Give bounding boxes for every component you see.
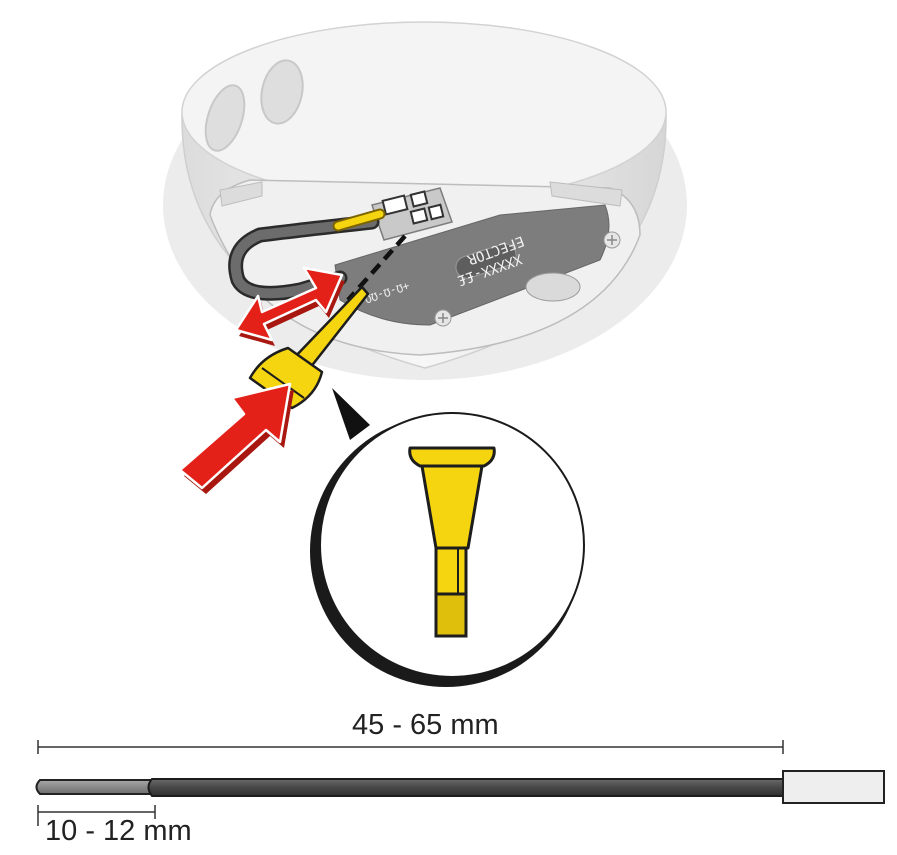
wire-end-sleeve (782, 770, 885, 804)
mounting-slot (455, 243, 517, 279)
mounting-tab-left (219, 181, 263, 207)
strip-length-label: 10 - 12 mm (45, 815, 192, 847)
dimension-drawing (35, 740, 885, 826)
insert-arrow (178, 382, 294, 494)
knockout-hole-2 (260, 59, 304, 125)
wire-insulation (147, 778, 785, 797)
mounting-tab-right (549, 181, 623, 207)
magnifier-callout (310, 388, 585, 687)
mounting-hole (525, 272, 581, 302)
stripped-conductor (35, 779, 153, 795)
terminal-block (371, 187, 453, 241)
base-rim (181, 21, 667, 203)
ferrule-closeup (408, 446, 496, 638)
knockout-hole-1 (204, 84, 246, 152)
double-arrow (234, 266, 345, 346)
yellow-ferrule (248, 285, 370, 410)
connected-wire (228, 208, 386, 301)
total-length-label: 45 - 65 mm (352, 709, 499, 741)
insertion-path-dashed (346, 234, 407, 302)
callout-pointer (332, 388, 370, 440)
